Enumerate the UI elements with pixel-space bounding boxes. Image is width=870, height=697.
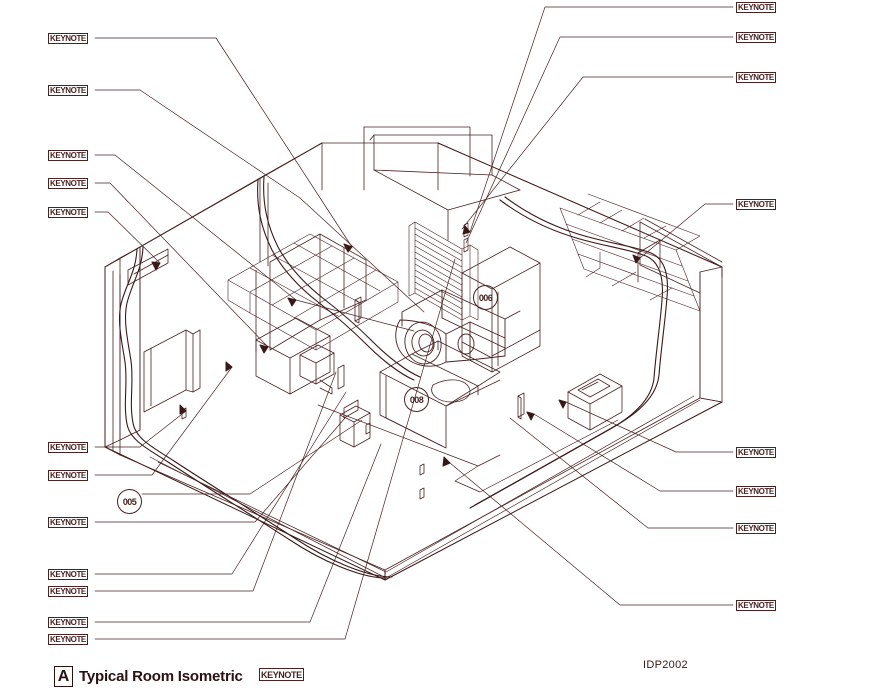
ceiling-grid-left [227,233,399,351]
title-block: A Typical Room Isometric [54,666,243,687]
keynote-tag-left-6[interactable]: KEYNOTE [48,442,88,453]
floor-slab [105,143,722,580]
back-left-wall [139,142,323,431]
right-floor-box [567,373,623,431]
back-wall-panels [255,233,367,353]
louver-panel [408,221,479,321]
sheet-number: IDP2002 [643,659,688,671]
scanner-gantry [395,289,521,367]
page-title: Typical Room Isometric [79,668,243,685]
wall-strip-devices [337,296,525,420]
bubble-006[interactable]: 006 [473,285,498,310]
left-equipment-cabinet [255,317,331,395]
keynote-tag-right-18[interactable]: KEYNOTE [736,486,776,497]
keynote-tag-right-19[interactable]: KEYNOTE [736,523,776,534]
detail-letter: A [54,666,73,687]
keynote-tag-right-15[interactable]: KEYNOTE [736,72,776,83]
floor-outline [104,142,723,581]
keynote-tag-right-16[interactable]: KEYNOTE [736,199,776,210]
leader-lines-right [449,6,734,606]
keynote-tag-left-1[interactable]: KEYNOTE [48,33,88,44]
ceiling-plane [104,126,723,268]
leader-lines-left [94,37,456,640]
floor-markers [181,407,425,500]
ceiling-soffit [369,134,521,241]
bubble-008[interactable]: 008 [404,387,429,412]
leader-arrowheads [151,225,641,467]
keynote-tag-right-17[interactable]: KEYNOTE [736,447,776,458]
rf-shield-seam-back [257,176,421,381]
rf-shield-seam-right [469,196,669,509]
floor-pedestal-left [339,399,371,448]
floor-inner-edge [104,270,723,571]
keynote-tag-left-3[interactable]: KEYNOTE [48,150,88,161]
keynote-tag-left-2[interactable]: KEYNOTE [48,85,88,96]
scanner-cabinet [461,246,541,373]
keynote-tag-left-10[interactable]: KEYNOTE [48,586,88,597]
keynote-tag-right-14[interactable]: KEYNOTE [736,32,776,43]
keynote-tag-left-11[interactable]: KEYNOTE [48,617,88,628]
keynote-tag-left-12[interactable]: KEYNOTE [48,634,88,645]
floor-seam [149,395,701,579]
keynote-tag-right-20[interactable]: KEYNOTE [736,600,776,611]
keynote-tag-left-9[interactable]: KEYNOTE [48,569,88,580]
right-wall-return [637,239,661,283]
patient-table [379,340,501,449]
keynote-tag-right-13[interactable]: KEYNOTE [736,2,776,13]
keynote-tag-left-5[interactable]: KEYNOTE [48,207,88,218]
bubble-005[interactable]: 005 [117,489,142,514]
keynote-tag-left-8[interactable]: KEYNOTE [48,517,88,528]
right-wall [639,218,723,403]
keynote-tag-left-7[interactable]: KEYNOTE [48,470,88,481]
title-keynote-tag[interactable]: KEYNOTE [259,668,304,681]
ceiling-grid-right [559,193,701,312]
floor-recess [317,404,619,493]
left-small-box [299,344,335,395]
rf-shield-seam-left [118,246,393,579]
keynote-tag-left-4[interactable]: KEYNOTE [48,178,88,189]
